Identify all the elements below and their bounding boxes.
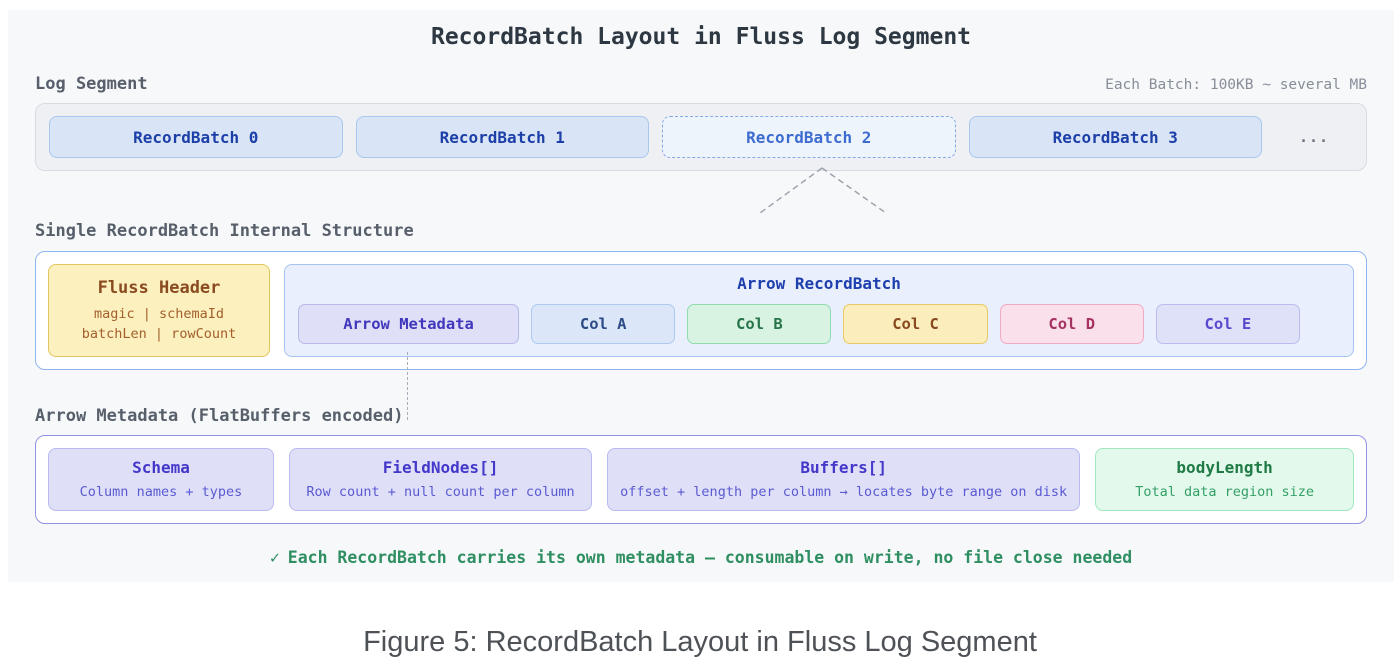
- buffers-title: Buffers[]: [800, 458, 888, 477]
- check-icon: ✓: [269, 548, 280, 567]
- buffers-subtitle: offset + length per column → locates byt…: [620, 484, 1068, 500]
- col-a-cell: Col A: [531, 304, 676, 344]
- arrow-metadata-cell: Arrow Metadata: [298, 304, 520, 344]
- recordbatch-0-box: RecordBatch 0: [49, 116, 343, 158]
- internal-structure-heading: Single RecordBatch Internal Structure: [35, 221, 414, 241]
- arrow-metadata-heading: Arrow Metadata (FlatBuffers encoded): [35, 406, 404, 426]
- internal-structure-container: Fluss Header magic | schemaId batchLen |…: [35, 251, 1367, 370]
- arrow-recordbatch-container: Arrow RecordBatch Arrow Metadata Col A C…: [284, 264, 1354, 357]
- schema-title: Schema: [132, 458, 190, 477]
- bodylength-block: bodyLength Total data region size: [1095, 448, 1354, 511]
- fluss-header-title: Fluss Header: [97, 278, 221, 298]
- figure-caption: Figure 5: RecordBatch Layout in Fluss Lo…: [363, 626, 1037, 658]
- fieldnodes-title: FieldNodes[]: [382, 458, 499, 477]
- fluss-header-line1: magic | schemaId: [93, 306, 225, 322]
- recordbatch-2-box: RecordBatch 2: [662, 116, 956, 158]
- col-c-cell: Col C: [843, 304, 988, 344]
- more-batches-ellipsis: ...: [1298, 128, 1330, 146]
- log-segment-heading: Log Segment: [35, 74, 148, 94]
- schema-block: Schema Column names + types: [48, 448, 274, 511]
- bodylength-title: bodyLength: [1176, 458, 1273, 477]
- col-b-cell: Col B: [687, 304, 832, 344]
- arrow-metadata-container: Schema Column names + types FieldNodes[]…: [35, 435, 1367, 524]
- diagram-panel: RecordBatch Layout in Fluss Log Segment …: [8, 10, 1394, 582]
- log-segment-header: Log Segment Each Batch: 100KB ~ several …: [35, 74, 1367, 94]
- recordbatch-1-box: RecordBatch 1: [355, 116, 649, 158]
- col-d-cell: Col D: [999, 304, 1144, 344]
- fieldnodes-block: FieldNodes[] Row count + null count per …: [288, 448, 593, 511]
- vertical-connector-line: [407, 352, 408, 420]
- col-e-cell: Col E: [1155, 304, 1300, 344]
- fluss-header-box: Fluss Header magic | schemaId batchLen |…: [48, 264, 270, 357]
- buffers-block: Buffers[] offset + length per column → l…: [607, 448, 1081, 511]
- fluss-header-line2: batchLen | rowCount: [81, 325, 237, 342]
- recordbatch-3-box: RecordBatch 3: [968, 116, 1262, 158]
- arrow-recordbatch-title: Arrow RecordBatch: [737, 274, 901, 293]
- footnote-text: Each RecordBatch carries its own metadat…: [287, 548, 1133, 567]
- log-segment-container: RecordBatch 0 RecordBatch 1 RecordBatch …: [35, 103, 1367, 171]
- bodylength-subtitle: Total data region size: [1135, 484, 1314, 500]
- batch-size-note: Each Batch: 100KB ~ several MB: [1105, 77, 1367, 93]
- fieldnodes-subtitle: Row count + null count per column: [306, 484, 575, 500]
- arrow-recordbatch-row: Arrow Metadata Col A Col B Col C Col D C…: [298, 304, 1340, 344]
- page-title: RecordBatch Layout in Fluss Log Segment: [430, 24, 972, 50]
- fluss-header-fields: magic | schemaId batchLen | rowCount: [57, 305, 261, 344]
- schema-subtitle: Column names + types: [79, 484, 243, 500]
- footnote: ✓ Each RecordBatch carries its own metada…: [35, 548, 1367, 567]
- fan-connector-lines: [759, 167, 887, 214]
